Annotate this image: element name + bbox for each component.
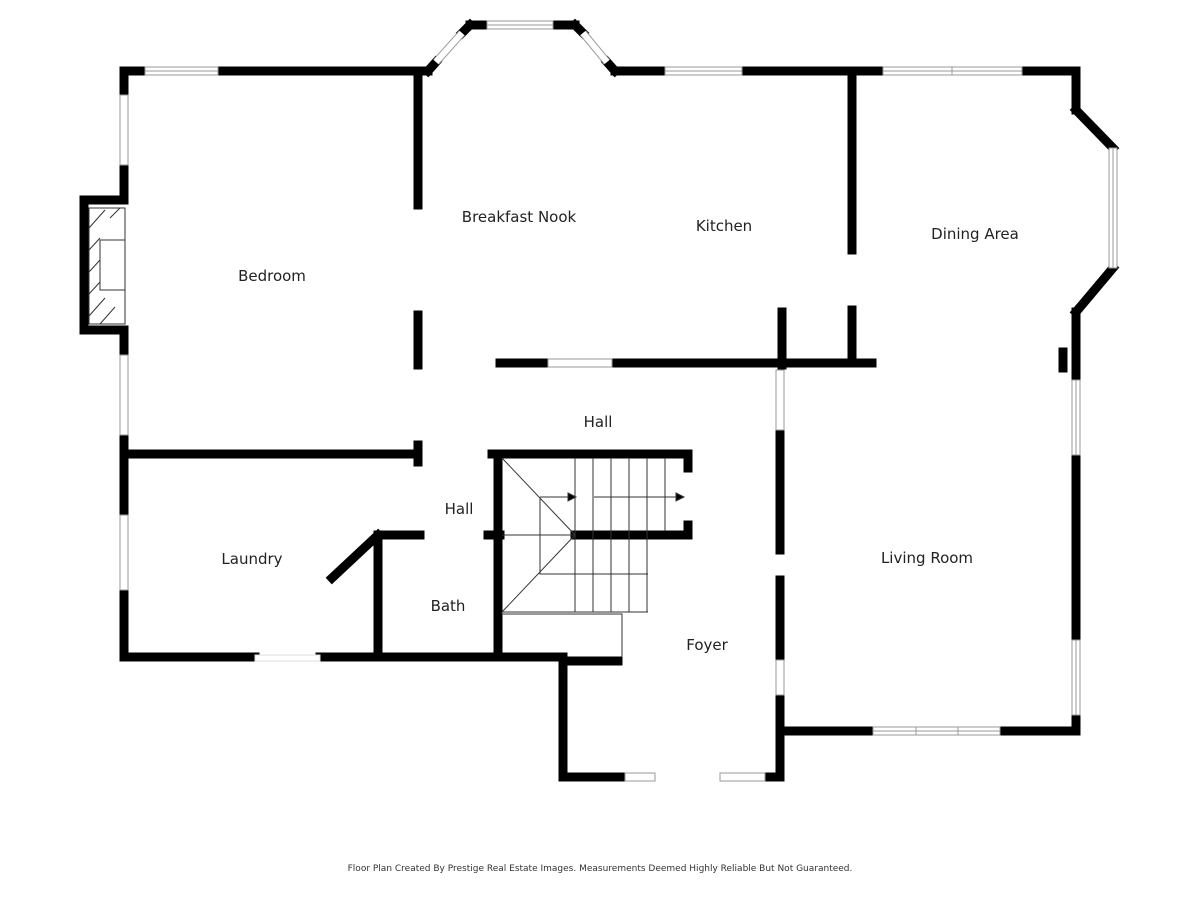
walls xyxy=(79,20,1120,782)
room-label-bath: Bath xyxy=(430,597,466,615)
room-label-hall: Hall xyxy=(583,413,613,431)
room-label-living-room: Living Room xyxy=(880,549,974,567)
fireplace xyxy=(88,207,126,325)
room-label-foyer: Foyer xyxy=(686,636,728,654)
stairs xyxy=(501,457,686,657)
room-label-dining-area: Dining Area xyxy=(931,225,1019,243)
room-label-laundry: Laundry xyxy=(221,550,283,568)
room-label-kitchen: Kitchen xyxy=(695,217,753,235)
room-label-hall-small: Hall xyxy=(444,500,474,518)
bay-diagonals xyxy=(421,18,622,78)
windows xyxy=(119,20,1118,782)
footer-disclaimer: Floor Plan Created By Prestige Real Esta… xyxy=(347,864,853,874)
room-label-bedroom: Bedroom xyxy=(238,267,306,285)
room-label-breakfast-nook: Breakfast Nook xyxy=(461,208,577,226)
